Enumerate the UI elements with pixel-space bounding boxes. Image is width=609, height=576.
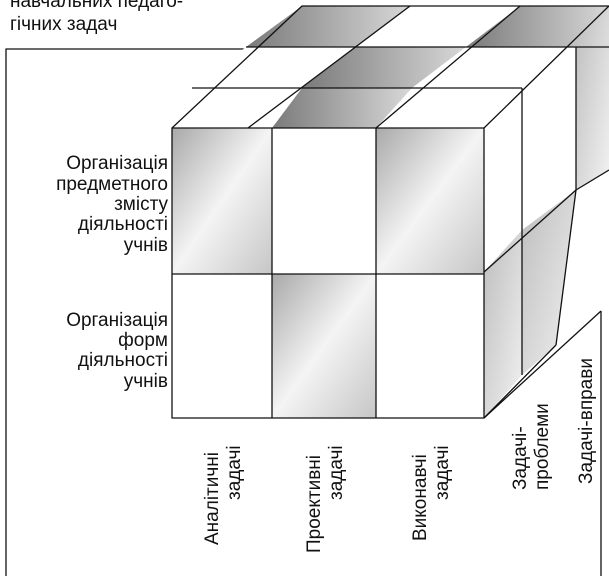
svg-text:проблеми: проблеми [532,403,553,490]
svg-text:змісту: змісту [114,194,168,215]
row-label-subject-content: Організація предметного змісту діяльност… [56,153,168,256]
svg-text:діяльності: діяльності [78,350,168,371]
top-cell-front-center [272,88,412,128]
svg-text:Організація: Організація [66,153,168,174]
cube-edges [171,5,609,419]
top-cell-back-far [466,6,609,47]
column-label-analytical: Аналітичні задачі [202,445,245,545]
svg-text:предметного: предметного [56,174,168,195]
front-cell-r1c3 [376,128,484,274]
svg-text:учнів: учнів [124,371,168,392]
svg-text:Проективні: Проективні [304,455,325,553]
side-cell-upper-back [576,6,609,190]
depth-label-exercises: Задачі-вправи [576,358,597,484]
cube-front-face [172,128,484,418]
side-cell-lower-mid [522,190,576,375]
row-label-activity-forms: Організація форм діяльності учнів [66,310,168,392]
svg-text:Задачі-: Задачі- [510,426,531,490]
svg-text:діяльності: діяльності [78,214,168,235]
side-cell-lower-front [484,230,522,418]
front-cell-r1c1 [172,128,272,274]
svg-text:Аналітичні: Аналітичні [202,452,223,545]
svg-text:Організація: Організація [66,310,168,331]
svg-text:гічних задач: гічних задач [10,14,117,35]
diagram-title: навчальних педаго- гічних задач [10,0,183,35]
svg-text:навчальних педаго-: навчальних педаго- [10,0,183,12]
side-cell-upper-front [484,88,522,272]
column-label-projective: Проективні задачі [304,445,347,553]
svg-text:форм: форм [118,330,168,351]
front-cell-r1c2 [272,128,376,274]
svg-text:задачі: задачі [432,445,453,500]
side-cell-upper-mid [522,47,576,230]
svg-text:Виконавчі: Виконавчі [410,454,431,541]
column-label-executive: Виконавчі задачі [410,445,453,541]
svg-text:задачі: задачі [224,445,245,500]
front-cell-r2c3 [376,274,484,418]
cube-side-face [484,6,609,418]
svg-text:задачі: задачі [326,445,347,500]
outer-frame-left [5,48,246,576]
top-cell-front-right [376,88,522,128]
depth-label-problems: Задачі- проблеми [510,403,553,490]
svg-text:Задачі-вправи: Задачі-вправи [576,358,597,484]
svg-text:учнів: учнів [124,235,168,256]
front-cell-r2c2 [272,274,376,418]
front-cell-r2c1 [172,274,272,418]
